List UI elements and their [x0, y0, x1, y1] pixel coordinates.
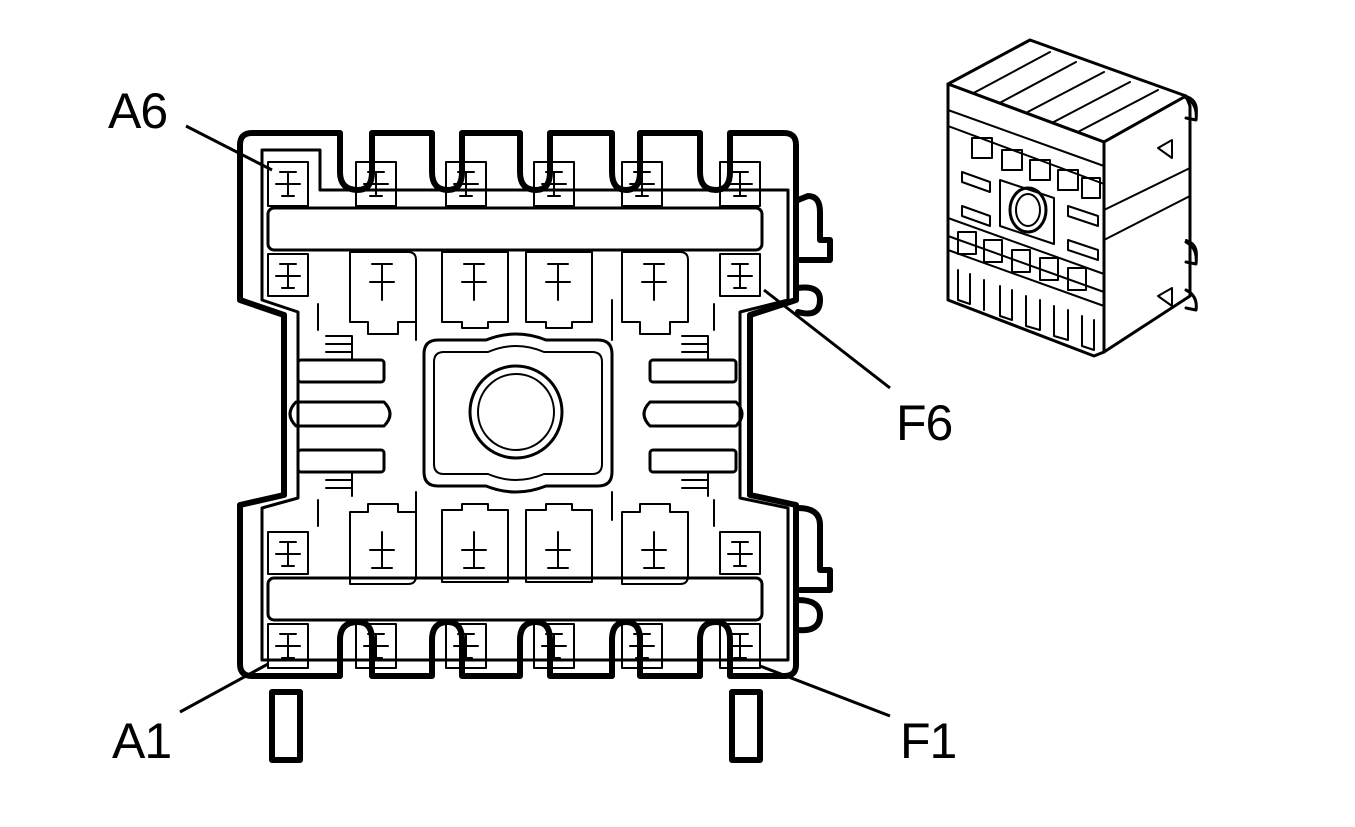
center-hole-inner — [477, 373, 555, 451]
second-row-terminals — [267, 251, 761, 335]
left-lower-slot — [296, 448, 386, 474]
right-upper-slot — [648, 358, 738, 384]
center-vertical-dividers — [317, 299, 715, 527]
iso-right-face — [1102, 94, 1192, 354]
iso-right-latch-lower — [1157, 287, 1173, 307]
right-lower-slot — [648, 448, 738, 474]
right-latch-lower — [795, 505, 833, 593]
bottom-row-terminals — [267, 623, 761, 669]
iso-center-hole — [1008, 186, 1048, 234]
leader-a1 — [179, 662, 269, 714]
iso-front-upper-cavities — [971, 137, 1101, 199]
top-row-terminals — [267, 161, 761, 207]
right-upper-slot-detail — [681, 335, 709, 361]
left-upper-slot — [296, 358, 386, 384]
label-f6: F6 — [896, 395, 952, 451]
iso-right-latch-upper — [1157, 139, 1173, 159]
upper-terminal-bar — [266, 206, 764, 252]
iso-right-edge-bumps — [1184, 96, 1198, 312]
iso-front-bands — [947, 109, 1105, 307]
right-latch-lower-2 — [795, 597, 823, 634]
lower-terminal-bar — [266, 576, 764, 622]
leader-a6 — [185, 124, 273, 172]
iso-front-slots — [961, 171, 1099, 261]
iso-right-face-band — [1103, 95, 1198, 263]
label-a6: A6 — [108, 83, 167, 139]
left-side-rib — [288, 400, 392, 428]
leader-f1 — [759, 664, 891, 718]
left-mounting-leg — [269, 689, 303, 763]
connector-face-view — [237, 130, 833, 763]
label-a1: A1 — [112, 713, 171, 769]
left-upper-slot-detail — [325, 335, 353, 361]
left-lower-slot-detail — [325, 471, 353, 497]
third-row-terminals — [267, 503, 761, 585]
center-boss-inner — [433, 345, 603, 481]
iso-bottom-teeth — [957, 269, 1095, 351]
connector-isometric-view — [946, 38, 1198, 358]
label-f1: F1 — [900, 713, 956, 769]
right-lower-slot-detail — [681, 471, 709, 497]
leader-f6 — [763, 288, 891, 390]
center-hole-outer — [468, 364, 564, 460]
right-side-rib — [642, 400, 744, 428]
right-latch-upper-2 — [795, 284, 823, 317]
iso-front-lower-cavities — [957, 231, 1087, 291]
center-boss-outer — [422, 332, 614, 494]
right-latch-upper — [795, 193, 833, 263]
iso-center-hole-inner — [1015, 193, 1041, 227]
right-mounting-leg — [729, 689, 763, 763]
